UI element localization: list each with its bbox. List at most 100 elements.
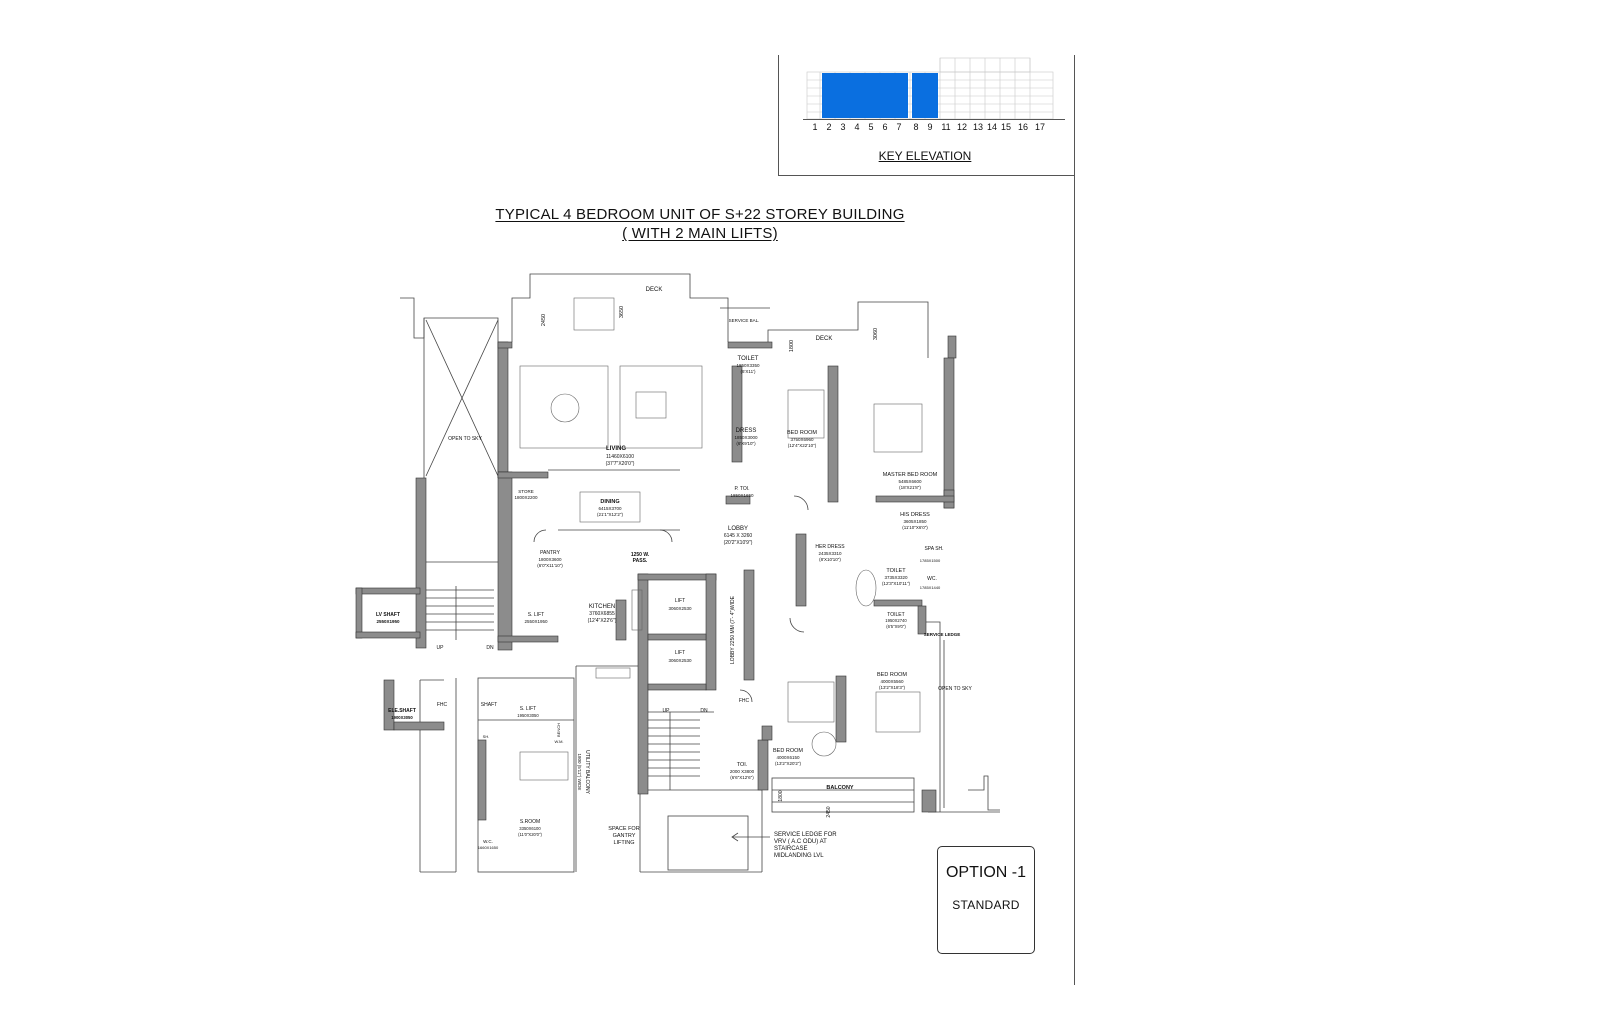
service-lift-2-dim: 1950X3050 — [517, 713, 539, 718]
dim-2450: 2450 — [541, 314, 547, 326]
bed-2 — [875, 691, 921, 733]
floor-number: 8 — [913, 122, 919, 132]
stair-down-label-1: DN — [486, 645, 494, 651]
lift-2-dim: 3060X2530 — [668, 658, 692, 663]
fhc-label-1: FHC — [437, 702, 448, 708]
note-line-1: SERVICE LEDGE FOR — [774, 832, 837, 838]
dining-dim-1: 6415X3700 — [598, 506, 622, 511]
option-title: OPTION -1 — [945, 864, 1026, 881]
plan-title-line-1: TYPICAL 4 BEDROOM UNIT OF S+22 STOREY BU… — [495, 206, 905, 223]
fhc-label-2: FHC — [739, 698, 750, 704]
washing-machine-label: W.M. — [554, 739, 563, 744]
her-dress-label: HER DRESS — [815, 544, 845, 550]
floor-number: 13 — [972, 122, 983, 132]
toilet-1-dim-2: (6'X11') — [741, 369, 756, 374]
electrical-shaft-dim: 1900X3050 — [391, 715, 413, 720]
bed-1 — [787, 389, 825, 439]
floor-number: 2 — [826, 122, 832, 132]
toilet-4-dim-2: (6'6"X12'6") — [730, 775, 754, 780]
spa-shower-dim: 1785X1500 — [920, 558, 941, 563]
plan-labels: DECK SERVICE BAL. DECK 2450 3650 1800 30… — [376, 287, 973, 850]
dining-table — [579, 491, 641, 523]
floor-number: 14 — [986, 122, 997, 132]
toilet-2-dim-2: (12'3"X10'11") — [882, 581, 911, 586]
lobby-width-label: LOBBY 2250 MM (7'- 4")WIDE — [730, 595, 736, 664]
floor-number: 9 — [927, 122, 933, 132]
bedroom-2-dim-2: (13'2"X18'3") — [879, 685, 905, 690]
gantry-label-2: GANTRY — [613, 833, 636, 839]
open-to-sky-right-label: OPEN TO SKY — [938, 686, 972, 692]
balcony-dim-2: 2450 — [826, 806, 832, 817]
lv-shaft-dim: 2550X1950 — [376, 619, 400, 624]
floor-number: 15 — [1000, 122, 1011, 132]
plan-furniture — [519, 297, 923, 781]
pantry-dim-1: 1800X3600 — [538, 557, 562, 562]
lift-1-dim: 3060X2530 — [668, 606, 692, 611]
her-dress-dim-1: 2435X3310 — [818, 551, 842, 556]
toilet-4-dim-1: 2000 X3800 — [730, 769, 755, 774]
floor-number: 7 — [896, 122, 902, 132]
stair-down-label-2: DN — [700, 708, 708, 714]
service-lift-1-label: S. LIFT — [528, 612, 544, 618]
lv-shaft-label: LV SHAFT — [376, 612, 400, 618]
bedroom-1-label: BED ROOM — [787, 430, 817, 436]
living-sofa-set — [519, 365, 609, 449]
deck-table — [573, 297, 615, 331]
coffee-table — [550, 393, 580, 423]
floor-number: 6 — [882, 122, 888, 132]
floor-number: 17 — [1034, 122, 1045, 132]
key-elevation-floor-numbers: 1 2 3 4 5 6 7 8 9 11 12 13 14 15 16 17 — [803, 120, 1065, 134]
open-to-sky-left-label: OPEN TO SKY — [448, 436, 482, 442]
option-box: OPTION -1 STANDARD — [937, 846, 1035, 954]
lobby-dim-1: 6145 X 3260 — [724, 533, 753, 539]
floor-number: 5 — [868, 122, 874, 132]
toilet-1-dim-1: 1850X3350 — [736, 363, 760, 368]
bedroom-1-dim-1: 3750X6960 — [790, 437, 814, 442]
powder-toilet-dim: 1850X1650 — [730, 493, 754, 498]
living-dim-1: 11460X6100 — [606, 454, 634, 460]
balcony-dim-1: 1800 — [778, 790, 784, 801]
stair-up-label-2: UP — [663, 708, 671, 714]
floor-number: 1 — [812, 122, 818, 132]
dress-dim-2: (6'X9'10") — [736, 441, 756, 446]
her-dress-dim-2: (8'X10'10") — [819, 557, 841, 562]
service-ledge-note: SERVICE LEDGE FOR VRV ( A.C ODU) AT STAI… — [774, 832, 837, 859]
kitchen-counter — [631, 589, 643, 631]
dress-dim-1: 1850X3000 — [734, 435, 758, 440]
floor-number: 11 — [941, 122, 951, 132]
kitchen-dim-1: 3760X6855 — [589, 611, 615, 617]
deck-right-label: DECK — [816, 336, 833, 342]
lift-1-label: LIFT — [675, 598, 685, 604]
plan-title: TYPICAL 4 BEDROOM UNIT OF S+22 STOREY BU… — [440, 205, 960, 243]
service-balcony-label: SERVICE BAL. — [729, 318, 760, 323]
dress-label: DRESS — [736, 428, 757, 434]
toilet-4-label: TOI. — [737, 762, 748, 768]
note-line-2: VRV ( A.C ODU) AT — [774, 839, 827, 845]
staff-bed — [519, 751, 569, 781]
floor-number: 16 — [1017, 122, 1028, 132]
staff-room-dim-1: 3350X6100 — [519, 826, 541, 831]
master-bedroom-dim-1: 5485X6600 — [898, 479, 922, 484]
store-label: STORE — [518, 489, 533, 494]
bedroom-1-dim-2: (12'4"X22'10") — [788, 443, 817, 448]
master-bedroom-dim-2: (18'X21'8") — [899, 485, 921, 490]
dim-1800: 1800 — [789, 340, 795, 352]
toilet-2-dim-1: 3735X3320 — [884, 575, 908, 580]
stair-up-label-1: UP — [437, 645, 445, 651]
his-dress-label: HIS DRESS — [900, 512, 930, 518]
option-subtitle: STANDARD — [952, 898, 1020, 912]
master-bedroom-label: MASTER BED ROOM — [883, 472, 938, 478]
dim-3060: 3060 — [873, 328, 879, 340]
bedroom-2-label: BED ROOM — [877, 672, 907, 678]
toilet-2-label: TOILET — [886, 568, 906, 574]
utility-balcony-label: UTILITY BALCONY — [584, 750, 590, 794]
kitchen-dim-2: (12'4"X22'6") — [588, 618, 617, 624]
floor-number: 3 — [840, 122, 846, 132]
bedroom-2-dim-1: 4000X5560 — [880, 679, 904, 684]
gantry-label-1: SPACE FOR — [608, 826, 639, 832]
his-dress-dim-1: 3605X1850 — [903, 519, 927, 524]
wc-dim: 1785X1440 — [920, 585, 941, 590]
note-line-3: STAIRCASE — [774, 846, 808, 852]
